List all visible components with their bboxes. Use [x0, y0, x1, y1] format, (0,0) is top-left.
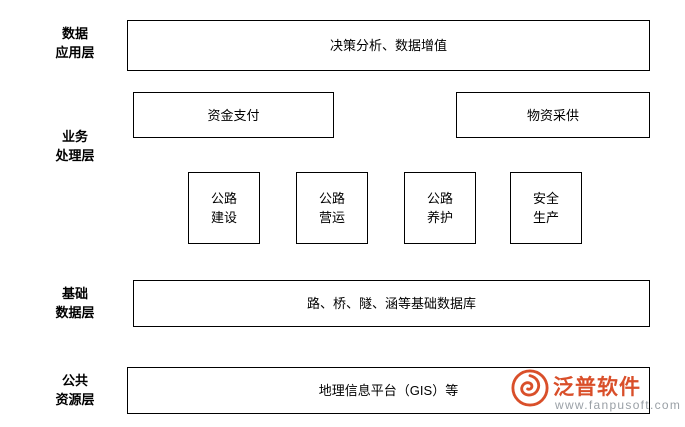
application-layer-box: 决策分析、数据增值	[127, 20, 650, 71]
business-box-material-procurement: 物资采供	[456, 92, 650, 138]
business-box-highway-construction: 公路 建设	[188, 172, 260, 244]
business-box-fund-payment: 资金支付	[133, 92, 334, 138]
base-data-layer-box: 路、桥、隧、涵等基础数据库	[133, 280, 650, 327]
layer-label-public-resource: 公共 资源层	[55, 373, 95, 407]
layer-label-base-data: 基础 数据层	[55, 286, 95, 320]
business-box-safety-production: 安全 生产	[510, 172, 582, 244]
layer-label-application: 数据 应用层	[55, 26, 95, 60]
business-box-highway-operation: 公路 营运	[296, 172, 368, 244]
public-resource-layer-box: 地理信息平台（GIS）等	[127, 367, 650, 414]
business-box-highway-maintenance: 公路 养护	[404, 172, 476, 244]
layer-label-business: 业务 处理层	[55, 129, 95, 163]
